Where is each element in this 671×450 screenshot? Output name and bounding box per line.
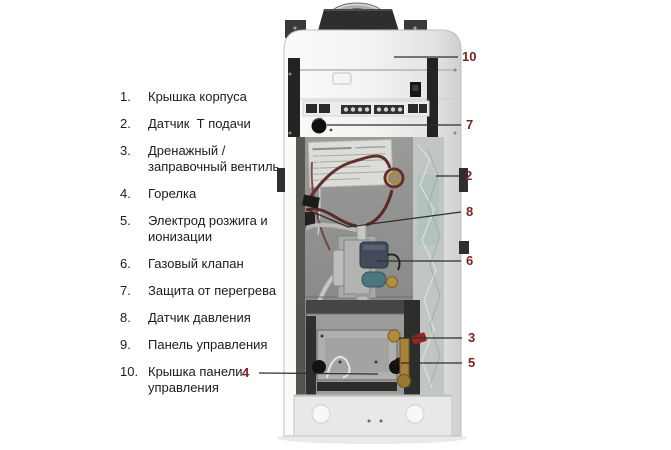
- legend-item-label: Панель управления: [148, 337, 268, 352]
- legend-item-number: 3.: [120, 143, 131, 158]
- legend-item-label: Датчик давления: [148, 310, 251, 325]
- callout-number-7: 7: [466, 117, 474, 132]
- legend-item-label: Крышка панели управления: [148, 364, 243, 395]
- burner-assembly: [305, 300, 411, 397]
- legend-item-8: 8. Датчик давления: [120, 310, 320, 326]
- callout-number-5: 5: [468, 355, 476, 370]
- legend-item-label: Дренажный / заправочный вентиль: [148, 143, 280, 174]
- legend-item-label: Электрод розжига и ионизации: [148, 213, 268, 244]
- callout-number-6: 6: [466, 253, 474, 268]
- callout-lines: [258, 56, 462, 375]
- legend-item-label: Датчик Т подачи: [148, 116, 251, 131]
- legend-item-5: 5. Электрод розжига и ионизации: [120, 213, 320, 245]
- legend-item-number: 9.: [120, 337, 131, 352]
- legend-item-number: 7.: [120, 283, 131, 298]
- control-panel-terminals: [302, 100, 430, 117]
- legend-item-number: 8.: [120, 310, 131, 325]
- legend-item-number: 4.: [120, 186, 131, 201]
- right-slot: [427, 58, 438, 137]
- legend-item-7: 7. Защита от перегрева: [120, 283, 320, 299]
- legend-item-9: 9. Панель управления: [120, 337, 320, 353]
- legend-item-6: 6. Газовый клапан: [120, 256, 320, 272]
- legend-item-number: 5.: [120, 213, 131, 228]
- callout-line-4: [258, 372, 379, 375]
- legend-item-2: 2. Датчик Т подачи: [120, 116, 320, 132]
- callout-number-2: 2: [465, 168, 473, 183]
- legend-item-label: Горелка: [148, 186, 197, 201]
- legend-item-number: 10.: [120, 364, 139, 379]
- parts-legend: 1. Крышка корпуса 2. Датчик Т подачи 3. …: [120, 89, 320, 396]
- callout-number-8: 8: [466, 204, 474, 219]
- interior-left-shadow: [296, 137, 305, 395]
- base-panel: [293, 394, 453, 437]
- callout-line-8: [307, 209, 462, 228]
- legend-item-3: 3. Дренажный / заправочный вентиль: [120, 143, 320, 175]
- legend-item-10: 10. Крышка панели управления: [120, 364, 320, 396]
- legend-item-label: Газовый клапан: [148, 256, 244, 271]
- callout-number-3: 3: [468, 330, 476, 345]
- legend-item-number: 1.: [120, 89, 131, 104]
- side-tabs: [277, 168, 469, 254]
- cabinet-screws: [288, 68, 457, 135]
- overheat-protection-knob: [311, 117, 333, 134]
- legend-item-4: 4. Горелка: [120, 186, 320, 202]
- legend-item-number: 2.: [120, 116, 131, 131]
- left-slot: [288, 58, 300, 137]
- supply-temp-sensor: [387, 171, 401, 185]
- legend-item-number: 6.: [120, 256, 131, 271]
- callout-number-4: 4: [242, 365, 250, 380]
- legend-item-label: Защита от перегрева: [148, 283, 277, 298]
- legend-item-label: Крышка корпуса: [148, 89, 247, 104]
- legend-item-1: 1. Крышка корпуса: [120, 89, 320, 105]
- callout-number-10: 10: [462, 49, 477, 64]
